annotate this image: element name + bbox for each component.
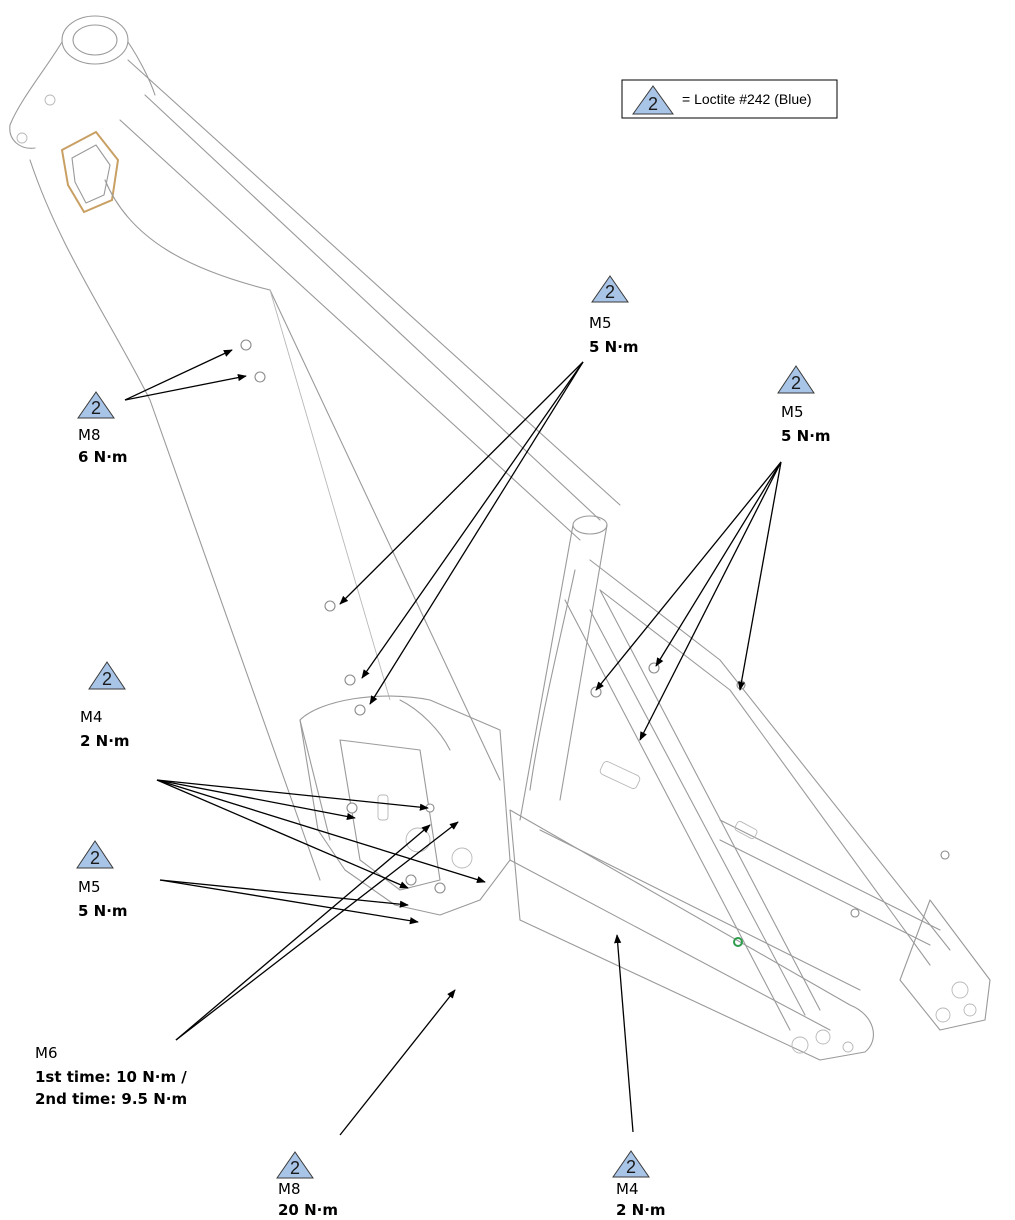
- loctite-symbol-icon: [77, 391, 115, 419]
- loctite-symbol-icon: [632, 85, 674, 115]
- bolt-size: M5: [78, 878, 101, 896]
- bolt-size: M8: [78, 426, 101, 444]
- callout-m8-bottom: 2 M8 20 N·m: [276, 1151, 338, 1219]
- loctite-symbol-icon: [612, 1150, 650, 1178]
- head-tube-top: [61, 15, 129, 65]
- callout-symbol-number: 2: [102, 669, 112, 689]
- callout-symbol-number: 2: [605, 282, 615, 302]
- bolt-torque-first: 1st time: 10 N·m /: [35, 1068, 187, 1086]
- upper-rear-stay: [589, 559, 951, 951]
- top-tube: [127, 59, 621, 506]
- motor-mount: [299, 695, 511, 916]
- accent-hole: [733, 937, 743, 947]
- loctite-symbol-icon: [777, 365, 815, 394]
- seat-stay: [564, 599, 791, 1031]
- bolt-torque: 5 N·m: [589, 338, 639, 356]
- bolt-size: M5: [781, 403, 804, 421]
- loctite-symbol-icon: [276, 1151, 314, 1179]
- callout-m8-downtube: 2 M8 6 N·m: [77, 391, 128, 466]
- callout-m5-top: 2 M5 5 N·m: [589, 275, 639, 356]
- callout-symbol-number: 2: [90, 848, 100, 868]
- callout-symbol-number: 2: [91, 398, 101, 418]
- bolt-size: M4: [616, 1180, 639, 1198]
- rear-dropout: [899, 899, 991, 1031]
- bolt-torque-second: 2nd time: 9.5 N·m: [35, 1090, 187, 1108]
- callout-m4-upper: 2 M4 2 N·m: [80, 661, 130, 750]
- loctite-legend: 2 = Loctite #242 (Blue): [621, 79, 838, 119]
- loctite-symbol-icon: [88, 661, 126, 690]
- bolt-torque: 5 N·m: [78, 902, 128, 920]
- bolt-size: M4: [80, 708, 103, 726]
- loctite-symbol-icon: [76, 840, 114, 869]
- callout-symbol-number: 2: [791, 373, 801, 393]
- bolt-torque: 6 N·m: [78, 448, 128, 466]
- loctite-symbol-icon: [591, 275, 629, 303]
- bike-frame-drawing: [9, 15, 991, 1061]
- callout-symbol-number: 2: [626, 1157, 636, 1177]
- bolt-torque: 5 N·m: [781, 427, 831, 445]
- legend-symbol-number: 2: [648, 94, 658, 114]
- leader-arrows: [124, 349, 782, 1136]
- callout-m4-chainstay: 2 M4 2 N·m: [612, 1150, 666, 1219]
- bolt-torque: 2 N·m: [616, 1201, 666, 1219]
- down-tube: [29, 159, 321, 881]
- headset-port-highlight: [60, 130, 120, 214]
- seat-tube-top: [572, 515, 608, 535]
- callout-m5-lower: 2 M5 5 N·m: [76, 840, 128, 920]
- chainstay: [509, 809, 874, 1061]
- callout-m6: M6 1st time: 10 N·m / 2nd time: 9.5 N·m: [35, 1044, 187, 1108]
- bolt-size: M8: [278, 1180, 301, 1198]
- legend-text: = Loctite #242 (Blue): [682, 91, 812, 107]
- bolt-torque: 20 N·m: [278, 1201, 338, 1219]
- callout-symbol-number: 2: [290, 1158, 300, 1178]
- callout-m5-right: 2 M5 5 N·m: [777, 365, 831, 445]
- bolt-torque: 2 N·m: [80, 732, 130, 750]
- bolt-size: M5: [589, 314, 612, 332]
- bolt-size: M6: [35, 1044, 58, 1062]
